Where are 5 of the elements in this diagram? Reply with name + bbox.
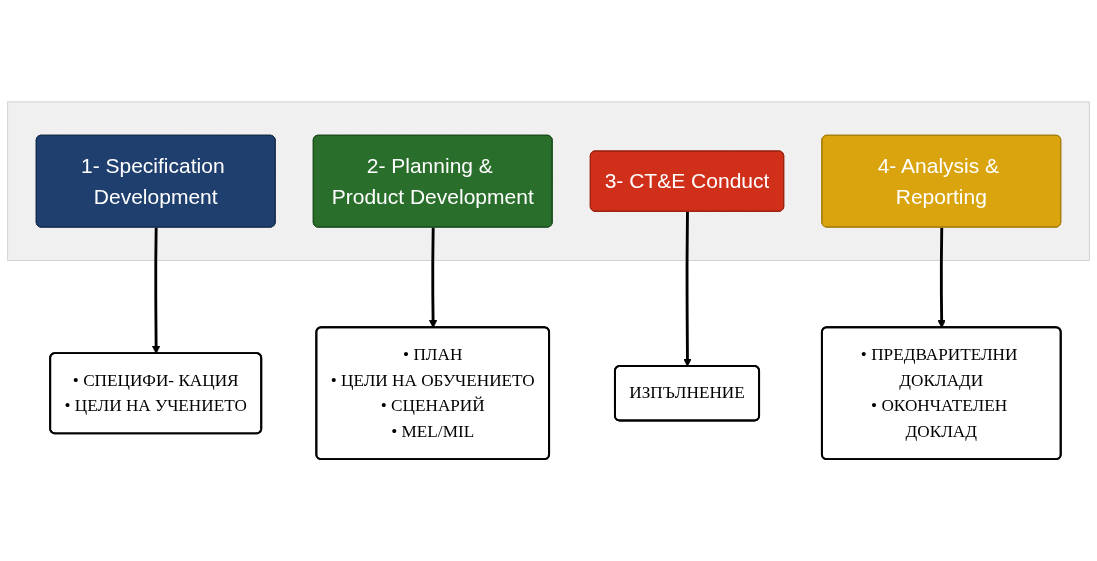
arrow	[428, 227, 438, 329]
arrow	[937, 227, 946, 329]
arrow	[683, 211, 692, 367]
cluster	[7, 101, 1090, 261]
arrow	[151, 227, 161, 354]
